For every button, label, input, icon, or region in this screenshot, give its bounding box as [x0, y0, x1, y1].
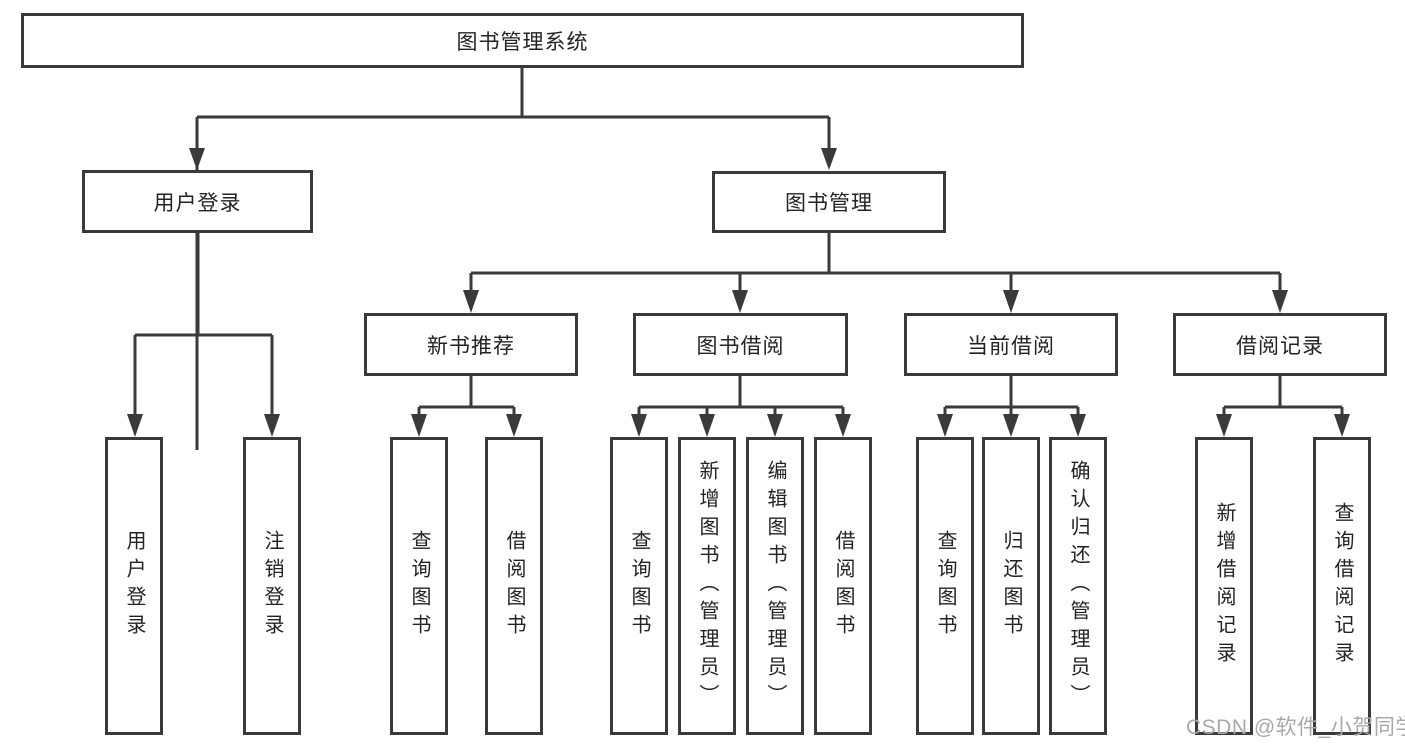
node-leaf-query-books-2: 查询图书	[610, 437, 668, 735]
node-leaf-add-books-admin: 新增图书（管理员）	[678, 437, 736, 735]
node-leaf-borrow-books-2: 借阅图书	[814, 437, 872, 735]
node-library-management-system: 图书管理系统	[21, 13, 1024, 68]
node-leaf-return-books: 归还图书	[982, 437, 1040, 735]
node-label: 确认归还（管理员）	[1067, 460, 1089, 712]
node-leaf-borrow-books-1: 借阅图书	[485, 437, 543, 735]
node-leaf-edit-books-admin: 编辑图书（管理员）	[746, 437, 804, 735]
connector-current-to-leaves	[937, 376, 1086, 437]
connector-newbooks-to-leaves	[411, 376, 522, 437]
node-leaf-add-borrow-record: 新增借阅记录	[1195, 437, 1253, 735]
node-label: 查询借阅记录	[1331, 502, 1353, 670]
node-user-login: 用户登录	[82, 170, 313, 233]
node-leaf-query-books-1: 查询图书	[390, 437, 448, 735]
node-leaf-query-borrow-record: 查询借阅记录	[1313, 437, 1371, 735]
node-borrowing-records: 借阅记录	[1173, 313, 1387, 376]
connector-borrowing-to-leaves	[631, 376, 851, 437]
node-new-book-recommendation: 新书推荐	[364, 313, 578, 376]
node-label: 注销登录	[261, 530, 283, 642]
node-label: 查询图书	[934, 530, 956, 642]
node-label: 新增图书（管理员）	[696, 460, 718, 712]
node-book-management: 图书管理	[712, 171, 946, 233]
node-label: 查询图书	[408, 530, 430, 642]
node-label: 当前借阅	[967, 334, 1055, 358]
node-leaf-logout: 注销登录	[243, 437, 301, 735]
node-label: 新增借阅记录	[1213, 502, 1235, 670]
node-label: 归还图书	[1000, 530, 1022, 642]
node-label: 借阅图书	[503, 530, 525, 642]
node-leaf-confirm-return-admin: 确认归还（管理员）	[1049, 437, 1107, 735]
connector-records-to-leaves	[1216, 376, 1350, 437]
node-label: 借阅记录	[1236, 334, 1324, 358]
node-label: 借阅图书	[832, 530, 854, 642]
node-label: 新书推荐	[427, 334, 515, 358]
node-label: 查询图书	[628, 530, 650, 642]
node-book-borrowing: 图书借阅	[633, 313, 848, 376]
node-label: 图书管理	[785, 192, 873, 215]
csdn-watermark: CSDN @软件_小贺同学	[1186, 716, 1405, 739]
node-label: 编辑图书（管理员）	[764, 460, 786, 712]
node-leaf-user-login: 用户登录	[105, 437, 163, 735]
connector-bookmgmt-to-level3	[463, 233, 1288, 313]
connector-root-to-level2	[189, 68, 837, 450]
node-label: 图书借阅	[696, 334, 785, 358]
node-leaf-query-books-3: 查询图书	[916, 437, 974, 735]
node-current-borrowing: 当前借阅	[904, 313, 1118, 376]
connector-userlogin-to-leaves	[127, 233, 280, 437]
node-label: 用户登录	[153, 191, 242, 215]
node-label: 图书管理系统	[456, 30, 589, 54]
node-label: 用户登录	[123, 530, 145, 642]
